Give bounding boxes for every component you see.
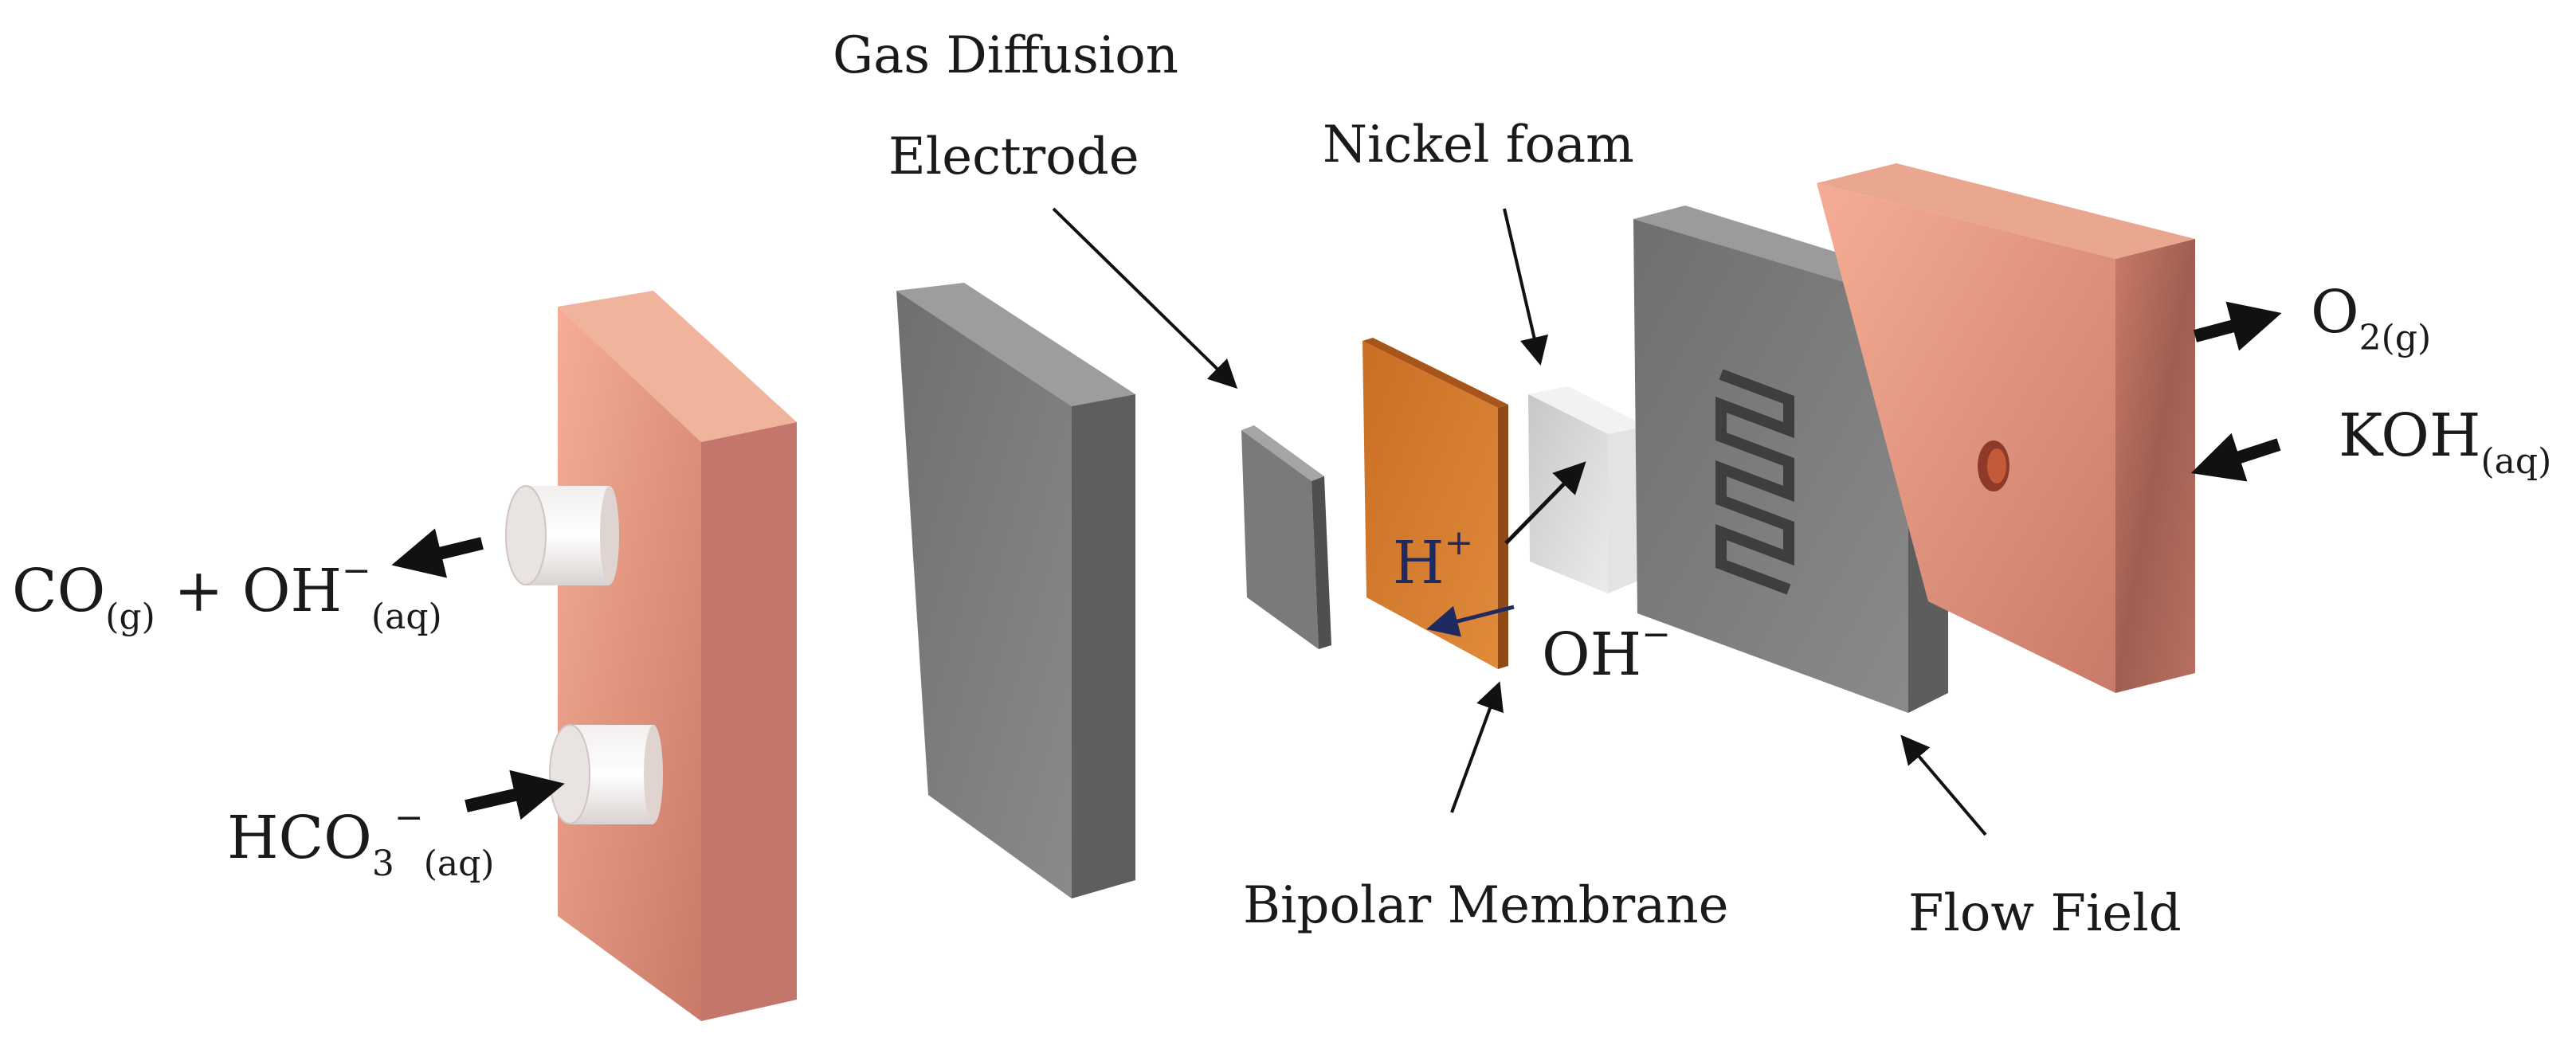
o2-text: O [2311,278,2359,346]
inlet-port [549,724,663,824]
gde-pointer [1052,207,1238,389]
hco3-text: HCO [227,804,372,872]
hco3-input-label: HCO3−(aq) [227,801,494,882]
gas-diffusion-label-line2: Electrode [888,127,1139,186]
co-text: CO [12,557,106,625]
koh-text: KOH [2339,401,2481,470]
right-end-plate [1817,163,2195,693]
o2-out-arrow [2193,301,2282,351]
oh-minus-arrow [1426,605,1515,637]
bipolar-membrane [1362,338,1508,669]
flow-field-label: Flow Field [1908,884,2182,943]
h-plus-arrow [1504,461,1586,545]
bipolar-membrane-pointer [1450,681,1504,813]
nickel-foam-label: Nickel foam [1323,115,1634,174]
co-sub: (g) [105,597,155,637]
flow-field-pointer [1900,734,1987,836]
h-text: H [1393,529,1445,597]
o2-output-label: O2(g) [2311,283,2431,356]
gas-diffusion-electrode [1241,425,1331,649]
oh-membrane-label: OH− [1542,614,1672,685]
nickel-foam-pointer [1503,208,1549,366]
left-end-plate [558,291,797,1021]
outlet-port [505,485,619,585]
o2-sub: 2(g) [2358,318,2432,358]
co-oh-output-label: CO(g) + OH−(aq) [12,554,442,635]
h-plus-label: H+ [1393,526,1473,593]
koh-in-arrow [2190,433,2281,482]
plus-oh-text: + OH [155,557,343,625]
co-out-arrow [391,528,484,578]
bipolar-membrane-label: Bipolar Membrane [1243,876,1729,935]
h-sup: + [1444,523,1474,563]
gas-diffusion-label-line1: Gas Diffusion [833,26,1178,85]
oh-mem-text: OH [1542,620,1642,689]
oh-mem-sup: − [1641,614,1672,655]
koh-sub: (aq) [2480,441,2552,482]
hco3-sup: − [394,797,424,838]
oh-sub: (aq) [371,597,442,637]
hco3-in-arrow [465,769,565,820]
cathode-plate [896,283,1135,898]
serpentine-channel [1715,369,1794,595]
hco3-sub: 3 [371,844,394,884]
koh-input-label: KOH(aq) [2339,406,2551,480]
oh-sup: − [342,550,371,591]
hco3-sub2: (aq) [423,844,495,884]
nickel-foam [1528,386,1646,593]
